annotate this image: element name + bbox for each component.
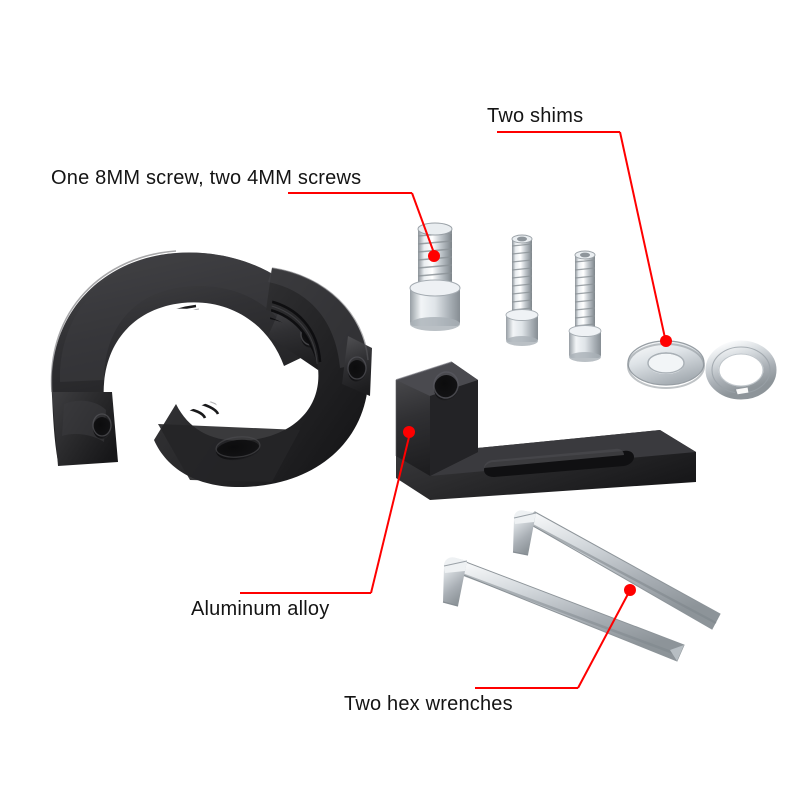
callout-dot-screws xyxy=(428,250,440,262)
part-screw-4mm-1 xyxy=(505,234,539,346)
callout-dot-shims xyxy=(660,335,672,347)
part-split-washer xyxy=(705,340,777,400)
callout-dot-alloy xyxy=(403,426,415,438)
callout-leaders xyxy=(240,131,666,689)
part-hex-wrench-2 xyxy=(512,510,721,630)
part-screw-8mm xyxy=(409,222,461,331)
leader-alloy xyxy=(240,436,410,594)
part-flat-washer xyxy=(627,340,705,389)
leader-screws xyxy=(288,192,435,254)
callout-dots xyxy=(403,250,672,596)
callout-dot-wrenches xyxy=(624,584,636,596)
callout-label-shims: Two shims xyxy=(487,105,584,127)
part-screw-4mm-2 xyxy=(568,250,602,362)
leader-shims xyxy=(497,131,666,339)
clamp-left-serrations xyxy=(110,304,267,399)
leader-wrenches xyxy=(475,593,629,689)
callout-label-aluminum-alloy: Aluminum alloy xyxy=(191,598,330,620)
part-aluminum-bracket xyxy=(395,361,696,500)
callout-label-screws: One 8MM screw, two 4MM screws xyxy=(51,167,362,189)
part-hex-wrench-1 xyxy=(442,557,685,662)
callout-label-hex-wrenches: Two hex wrenches xyxy=(344,693,513,715)
